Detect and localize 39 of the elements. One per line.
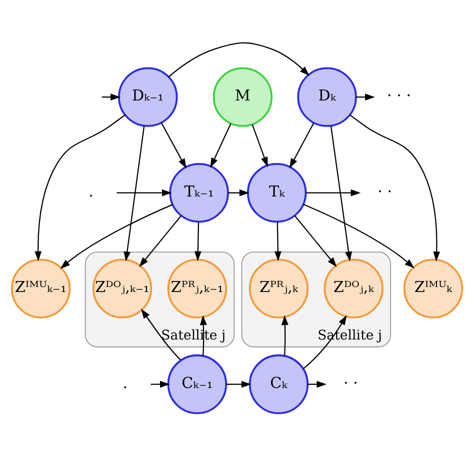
arrow <box>102 94 120 101</box>
arrow <box>330 126 352 262</box>
node-circle: Zᴾᴿⱼ,ₖ₋₁ <box>167 258 228 318</box>
node-text: . <box>122 374 128 392</box>
node-circle: Zᴰᴼⱼ,ₖ <box>324 258 384 318</box>
node-circle: M <box>212 67 273 127</box>
arrow <box>252 124 268 167</box>
arrow <box>350 114 440 262</box>
node-text: · · <box>344 374 358 392</box>
arrow <box>294 215 337 268</box>
node-text: . <box>88 182 94 200</box>
arrow <box>194 222 202 262</box>
arrow <box>124 126 145 262</box>
node-circle: Dₖ₋₁ <box>118 67 178 127</box>
node-circle: Tₖ₋₁ <box>169 162 229 223</box>
arrow <box>274 222 282 262</box>
arrow <box>168 42 310 78</box>
arrow <box>289 122 314 168</box>
arrow <box>356 94 375 101</box>
arrow <box>116 189 172 196</box>
arrow <box>34 114 126 262</box>
arrow <box>160 122 186 169</box>
arrow <box>228 189 250 196</box>
arrow <box>60 204 173 269</box>
node-circle: Tₖ <box>246 162 307 223</box>
arrow <box>150 380 170 388</box>
arrow <box>308 380 327 388</box>
node-text: · · <box>378 182 392 200</box>
arrow <box>139 215 182 268</box>
node-circle: Cₖ <box>248 354 309 414</box>
node-text: · · · <box>387 86 412 105</box>
arrow <box>303 204 414 268</box>
arrow <box>226 380 252 388</box>
arrow <box>210 123 232 168</box>
arrow <box>281 315 288 356</box>
arrow <box>141 308 181 360</box>
arrow <box>306 189 361 196</box>
node-circle: Zᴾᴿⱼ,ₖ <box>248 258 309 318</box>
node-circle: Cₖ₋₁ <box>167 354 228 414</box>
